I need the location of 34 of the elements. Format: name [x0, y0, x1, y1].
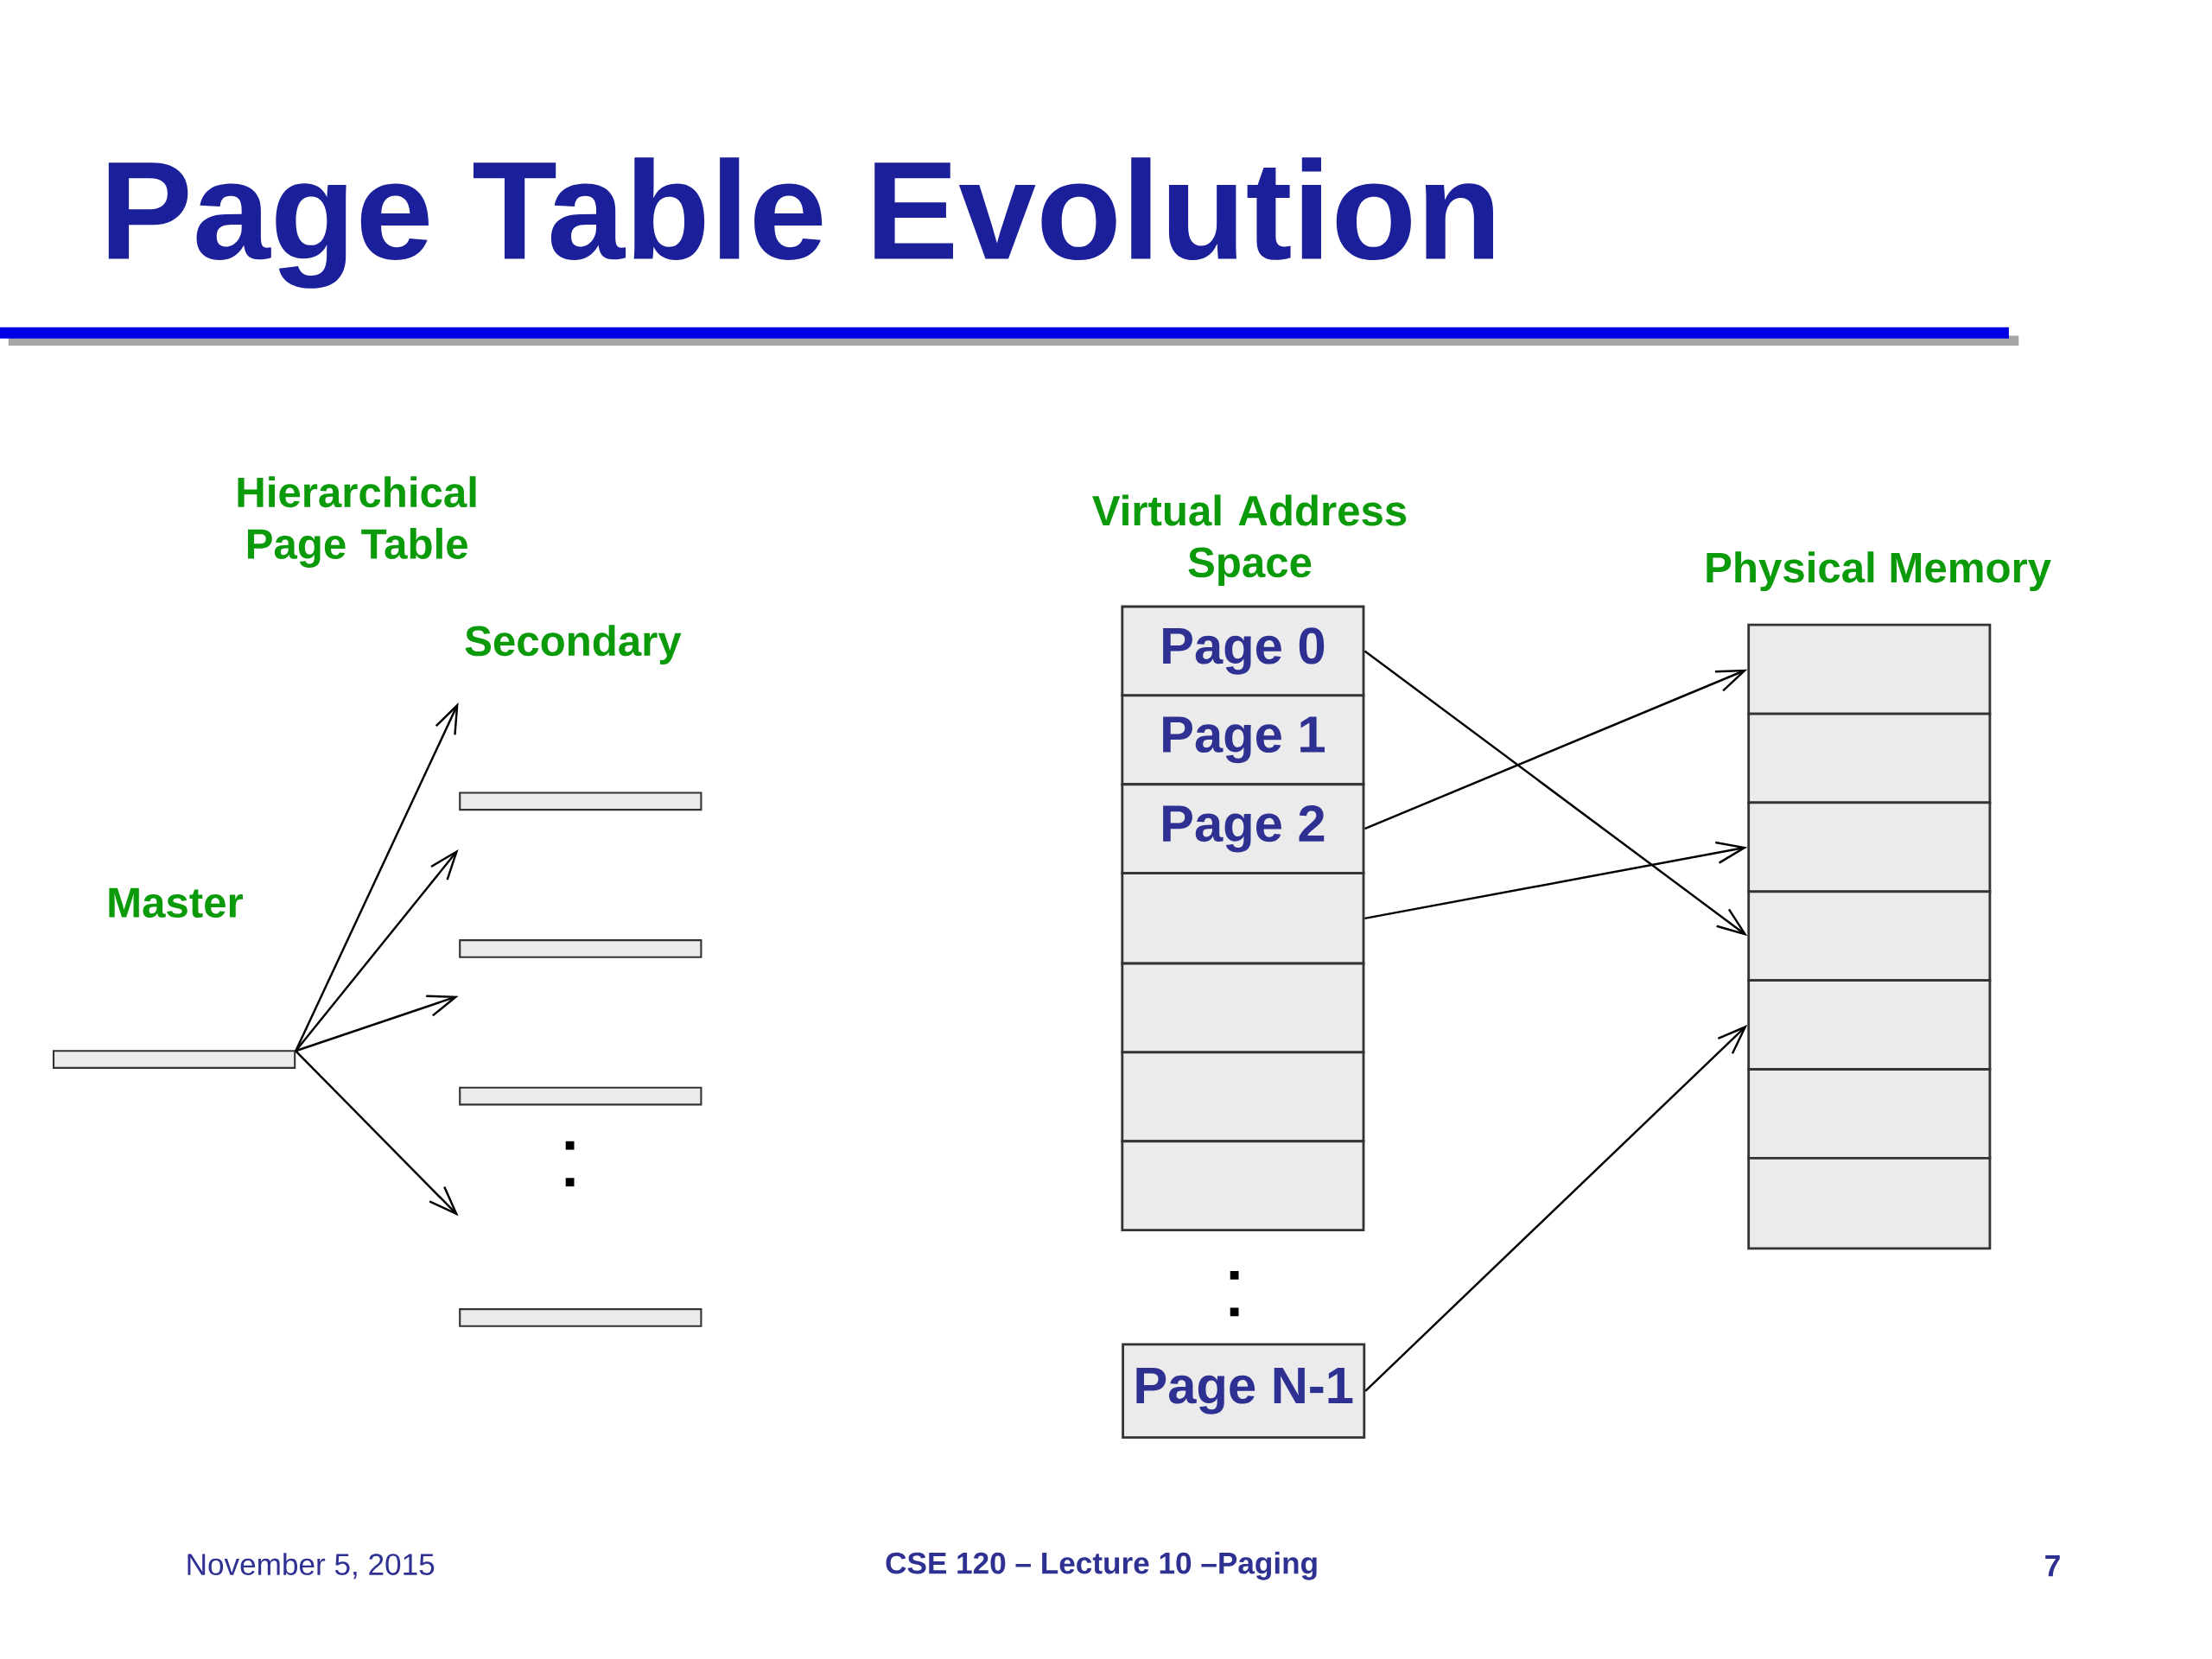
arrow — [295, 995, 459, 1052]
arrow — [1364, 1025, 1748, 1392]
page-number: 7 — [2045, 1555, 2060, 1577]
page-box: Page 1 — [1121, 694, 1365, 786]
title: Page Table Evolution — [108, 157, 1493, 289]
arrow — [1363, 669, 1748, 830]
part-label: Master — [109, 887, 243, 918]
memory-box — [1747, 712, 1992, 804]
memory-box — [1121, 962, 1365, 1054]
heading-label: Secondary — [465, 625, 682, 664]
page-box: Page 2 — [1121, 783, 1365, 875]
table-bar — [459, 1086, 702, 1106]
table-bar — [459, 1308, 702, 1327]
arrow — [1364, 841, 1748, 920]
arrow — [295, 702, 459, 1052]
footer-text: CSE 120 – Lecture 10 –Paging — [886, 1551, 1317, 1580]
memory-box — [1121, 872, 1365, 965]
arrow — [295, 1050, 459, 1217]
memory-box — [1747, 1157, 1992, 1250]
page-box: Page 0 — [1121, 605, 1365, 697]
table-bar — [459, 939, 702, 958]
memory-box — [1747, 623, 1992, 715]
page-box: Page N-1 — [1122, 1343, 1366, 1440]
arrow — [1363, 650, 1748, 937]
memory-box — [1747, 1068, 1992, 1160]
footer-date: November 5, 2015 — [188, 1553, 435, 1580]
heading-label: Virtual Address Space — [1092, 494, 1407, 587]
memory-box — [1747, 979, 1992, 1071]
arrow — [295, 849, 459, 1052]
heading-label: Hierarchical Page Table — [238, 476, 476, 568]
table-bar — [459, 791, 702, 811]
table-bar — [52, 1050, 296, 1069]
memory-box — [1121, 1140, 1365, 1232]
heading-label: Physical Memory — [1707, 551, 2051, 592]
